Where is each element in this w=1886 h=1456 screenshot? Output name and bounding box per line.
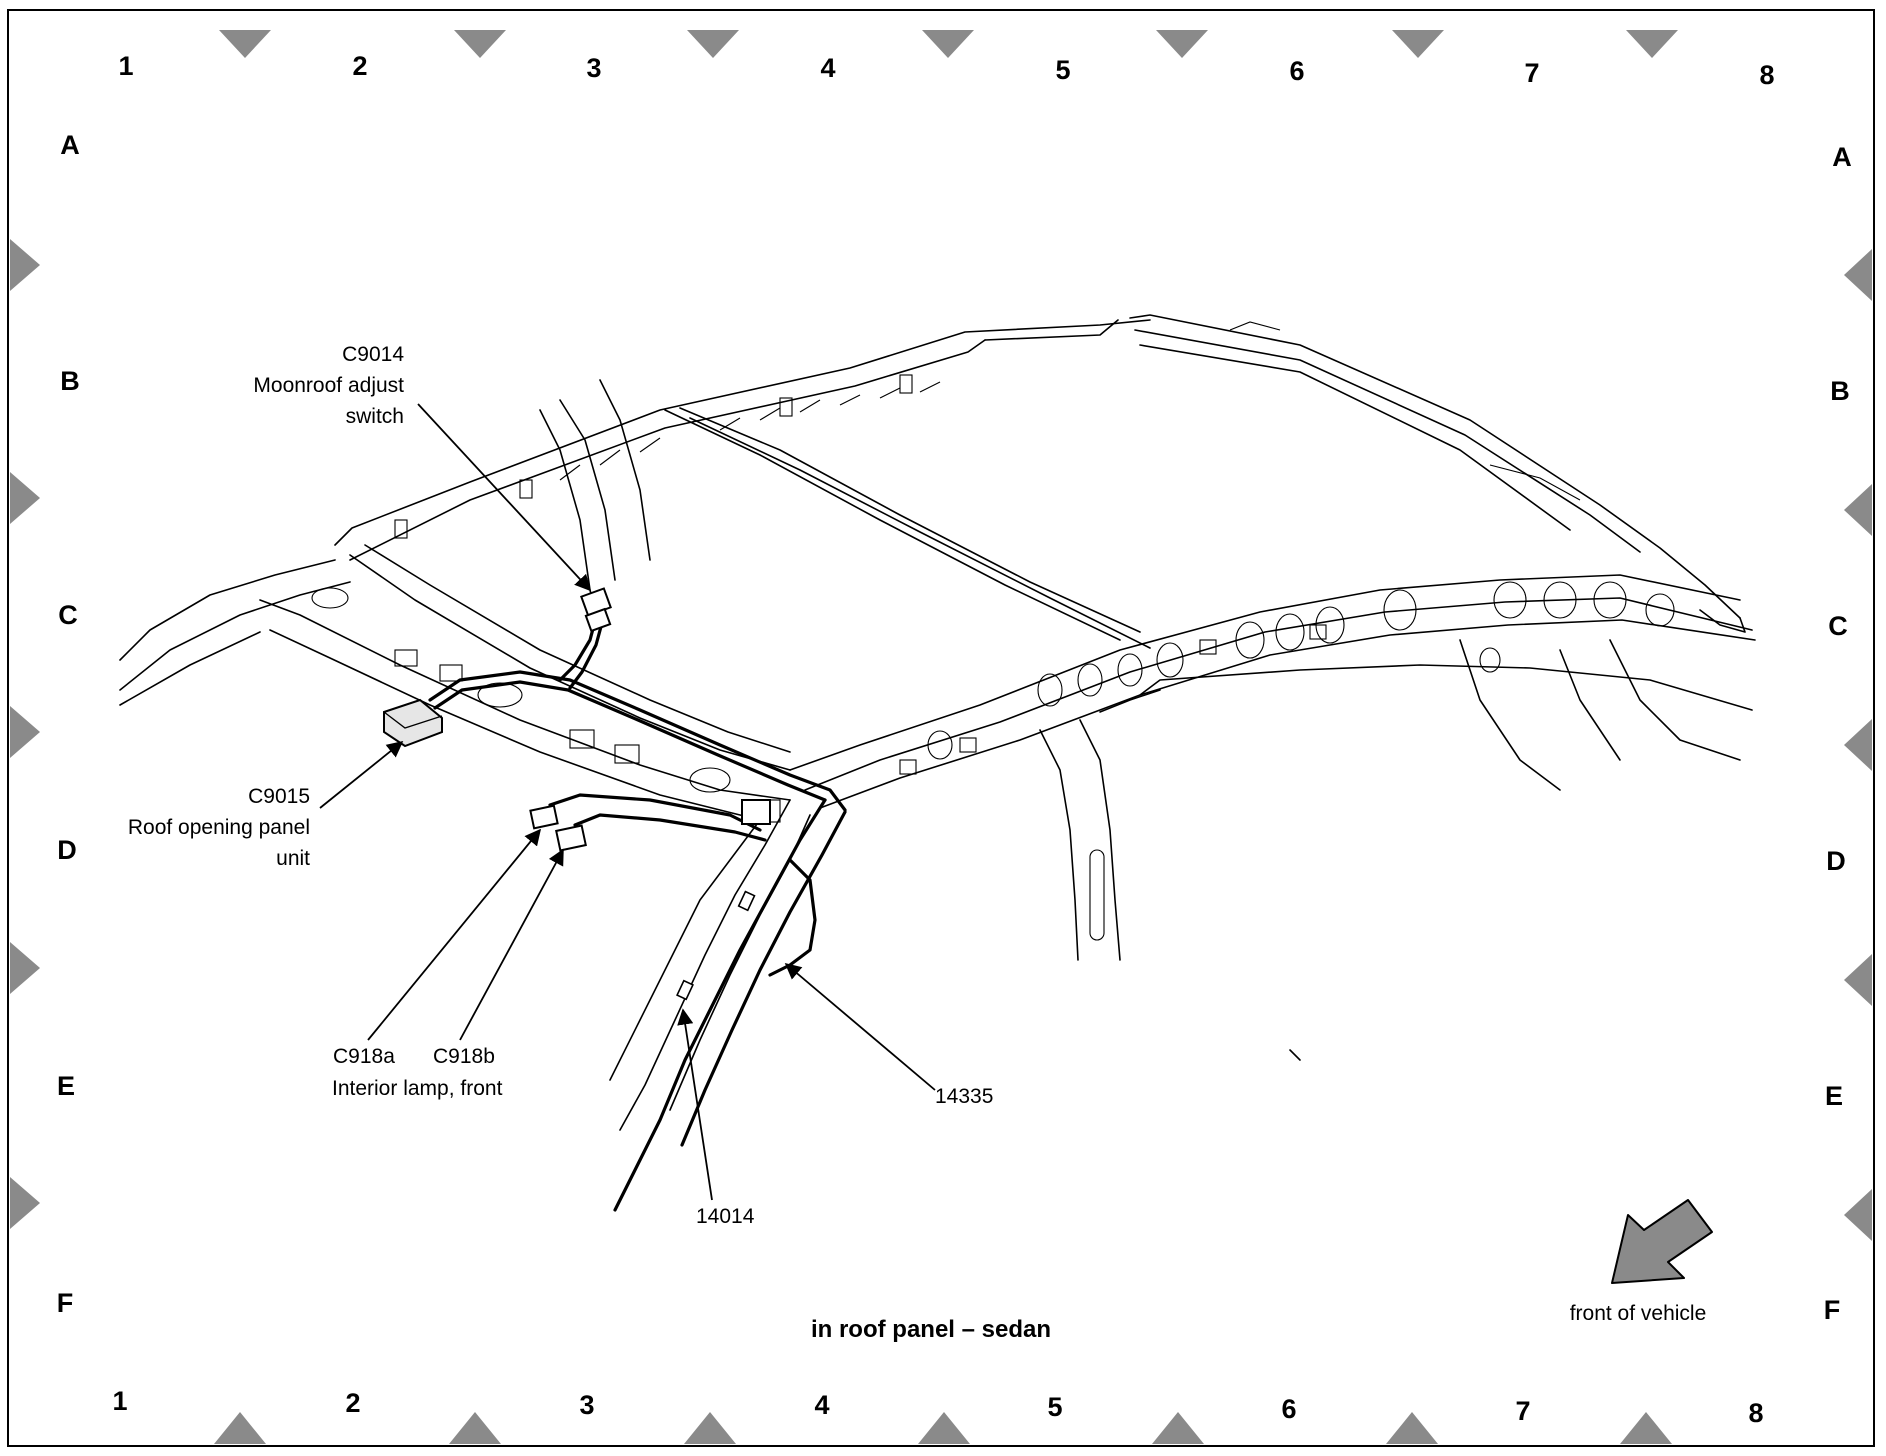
front-of-vehicle-label: front of vehicle xyxy=(1570,1302,1707,1325)
grid-marker-right-3 xyxy=(1844,719,1872,771)
grid-row-a-left: A xyxy=(60,130,80,160)
callout-c9014: C9014 Moonroof adjust switch xyxy=(253,343,404,428)
roof-body-structure xyxy=(119,314,1756,1131)
c9014-line2: switch xyxy=(346,405,404,428)
grid-col-7-bottom: 7 xyxy=(1515,1396,1530,1426)
grid-marker-left-1 xyxy=(10,239,40,291)
grid-columns-top: 1 2 3 4 5 6 7 8 xyxy=(118,51,1774,90)
grid-row-e-right: E xyxy=(1825,1081,1843,1111)
grid-rows-right: A B C D E F xyxy=(1824,142,1852,1325)
grid-row-d-right: D xyxy=(1826,846,1846,876)
grid-marker-top-3 xyxy=(687,30,739,58)
grid-row-b-left: B xyxy=(60,366,80,396)
grid-marker-bottom-3 xyxy=(684,1412,736,1444)
grid-marker-top-5 xyxy=(1156,30,1208,58)
c9015-line1: Roof opening panel xyxy=(128,816,310,839)
grid-markers xyxy=(10,30,1872,1444)
grid-col-3-bottom: 3 xyxy=(579,1390,594,1420)
grid-columns-bottom: 1 2 3 4 5 6 7 8 xyxy=(112,1386,1763,1428)
grid-col-6-top: 6 xyxy=(1289,56,1304,86)
grid-marker-top-6 xyxy=(1392,30,1444,58)
roof-opening-panel-unit xyxy=(383,698,443,748)
grid-row-e-left: E xyxy=(57,1071,75,1101)
grid-row-f-right: F xyxy=(1824,1295,1841,1325)
moonroof-switch-connector xyxy=(580,587,612,633)
grid-marker-bottom-2 xyxy=(449,1412,501,1444)
grid-marker-right-2 xyxy=(1844,484,1872,536)
grid-col-2-top: 2 xyxy=(352,51,367,81)
grid-col-5-top: 5 xyxy=(1055,55,1070,85)
grid-marker-left-4 xyxy=(10,942,40,994)
c9015-line2: unit xyxy=(276,847,310,870)
grid-marker-left-5 xyxy=(10,1177,40,1229)
grid-marker-left-2 xyxy=(10,472,40,524)
callout-14335: 14335 xyxy=(935,1085,993,1108)
leader-lines xyxy=(319,403,936,1201)
direction-arrow-icon xyxy=(1611,1199,1713,1284)
grid-col-2-bottom: 2 xyxy=(345,1388,360,1418)
grid-rows-left: A B C D E F xyxy=(57,130,80,1318)
front-of-vehicle-indicator: front of vehicle xyxy=(1570,1199,1713,1325)
c9015-id: C9015 xyxy=(248,785,310,808)
grid-marker-left-3 xyxy=(10,706,40,758)
grid-row-f-left: F xyxy=(57,1288,74,1318)
grid-col-4-bottom: 4 xyxy=(814,1390,829,1420)
grid-col-6-bottom: 6 xyxy=(1281,1394,1296,1424)
grid-row-d-left: D xyxy=(57,835,77,865)
grid-col-4-top: 4 xyxy=(820,53,835,83)
grid-marker-top-1 xyxy=(219,30,271,58)
grid-col-8-top: 8 xyxy=(1759,60,1774,90)
grid-col-7-top: 7 xyxy=(1524,58,1539,88)
grid-marker-bottom-1 xyxy=(214,1412,266,1444)
grid-row-c-left: C xyxy=(58,600,78,630)
grid-marker-bottom-5 xyxy=(1152,1412,1204,1444)
wiring-harness xyxy=(428,608,847,1212)
c9014-line1: Moonroof adjust xyxy=(253,374,404,397)
grid-marker-right-1 xyxy=(1844,249,1872,301)
grid-row-c-right: C xyxy=(1828,611,1848,641)
grid-col-1-top: 1 xyxy=(118,51,133,81)
grid-marker-top-7 xyxy=(1626,30,1678,58)
grid-col-5-bottom: 5 xyxy=(1047,1392,1062,1422)
callout-14014: 14014 xyxy=(696,1205,755,1228)
callout-c9015: C9015 Roof opening panel unit xyxy=(128,785,310,870)
grid-marker-right-5 xyxy=(1844,1189,1872,1241)
grid-marker-bottom-6 xyxy=(1386,1412,1438,1444)
grid-marker-top-2 xyxy=(454,30,506,58)
grid-row-a-right: A xyxy=(1832,142,1852,172)
grid-marker-right-4 xyxy=(1844,954,1872,1006)
interior-lamp-connector-a xyxy=(529,804,559,830)
c918-description: Interior lamp, front xyxy=(332,1077,503,1100)
grid-marker-bottom-7 xyxy=(1620,1412,1672,1444)
grid-marker-bottom-4 xyxy=(918,1412,970,1444)
interior-lamp-connector-b xyxy=(555,824,587,852)
grid-marker-top-4 xyxy=(922,30,974,58)
grid-row-b-right: B xyxy=(1830,376,1850,406)
grid-col-3-top: 3 xyxy=(586,53,601,83)
grid-col-1-bottom: 1 xyxy=(112,1386,127,1416)
components xyxy=(383,587,771,1001)
c9014-id: C9014 xyxy=(342,343,404,366)
c918b-id: C918b xyxy=(433,1045,495,1068)
callout-c918: C918a C918b Interior lamp, front xyxy=(332,1045,503,1100)
diagram-frame xyxy=(7,9,1875,1447)
grid-col-8-bottom: 8 xyxy=(1748,1398,1763,1428)
diagram-title: in roof panel – sedan xyxy=(811,1316,1051,1343)
c918a-id: C918a xyxy=(333,1045,395,1068)
